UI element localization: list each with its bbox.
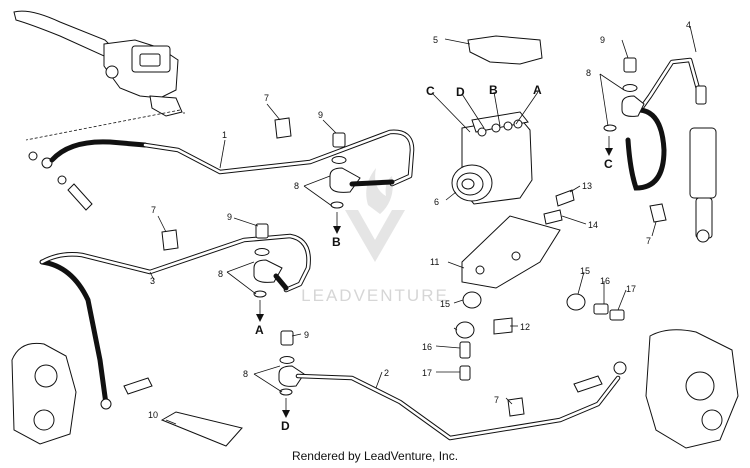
brake-line-2	[295, 361, 627, 441]
callout-12: 12	[520, 322, 530, 332]
brake-lever-assembly	[13, 10, 185, 141]
callout-16a: 16	[422, 342, 432, 352]
arrow-letter-c: C	[604, 157, 613, 171]
callout-9c: 9	[304, 330, 309, 340]
callout-5: 5	[433, 35, 438, 45]
fitting-stack-bottom	[278, 330, 305, 396]
callout-10: 10	[148, 410, 158, 420]
fitting-stack-right	[603, 57, 645, 132]
callout-17b: 17	[626, 284, 636, 294]
callout-3: 3	[150, 276, 155, 286]
callout-2: 2	[384, 368, 389, 378]
flow-arrows	[256, 136, 613, 418]
port-letter-c: C	[426, 84, 435, 98]
callout-7c: 7	[494, 395, 499, 405]
port-letter-a: A	[533, 83, 542, 97]
banjo-bolt-top-left	[28, 151, 93, 211]
callout-8a: 8	[294, 181, 299, 191]
callout-14: 14	[588, 220, 598, 230]
callout-9a: 9	[318, 110, 323, 120]
front-caliper-left	[11, 342, 153, 445]
callout-9d: 9	[600, 35, 605, 45]
callout-7b: 7	[151, 205, 156, 215]
callout-8d: 8	[586, 68, 591, 78]
callout-8b: 8	[218, 269, 223, 279]
callout-9b: 9	[227, 212, 232, 222]
callout-7a: 7	[264, 93, 269, 103]
callout-15b: 15	[580, 266, 590, 276]
fitting-stack-lower-left	[253, 223, 289, 298]
rubber-mounts	[455, 189, 625, 381]
clip-parts	[161, 117, 667, 417]
leader-lines	[149, 25, 697, 425]
callout-1: 1	[222, 130, 227, 140]
arrow-letter-b: B	[332, 235, 341, 249]
port-letter-b: B	[489, 83, 498, 97]
warning-label	[160, 411, 243, 447]
port-letter-d: D	[456, 85, 465, 99]
rear-caliper-right	[573, 329, 739, 449]
callout-15a: 15	[440, 299, 450, 309]
callout-4: 4	[686, 20, 691, 30]
callout-7d: 7	[646, 236, 651, 246]
footer-credit: Rendered by LeadVenture, Inc.	[291, 449, 459, 463]
top-bracket-5	[467, 35, 543, 65]
arrow-letter-d: D	[281, 419, 290, 433]
brake-line-1	[49, 129, 415, 187]
callout-11: 11	[430, 257, 439, 267]
abs-module	[451, 111, 533, 205]
brake-line-4	[625, 57, 703, 191]
fitting-stack-upper	[329, 132, 395, 209]
callout-13: 13	[582, 181, 592, 191]
rear-master-cylinder	[689, 85, 717, 243]
callout-8c: 8	[243, 369, 248, 379]
arrow-letter-a: A	[255, 323, 264, 337]
callout-17a: 17	[422, 368, 432, 378]
watermark-logo: LEADVENTURE	[301, 168, 449, 305]
mounting-bracket	[461, 215, 561, 289]
callout-6: 6	[434, 197, 439, 207]
watermark-text: LEADVENTURE	[301, 286, 449, 305]
callout-16b: 16	[600, 276, 610, 286]
